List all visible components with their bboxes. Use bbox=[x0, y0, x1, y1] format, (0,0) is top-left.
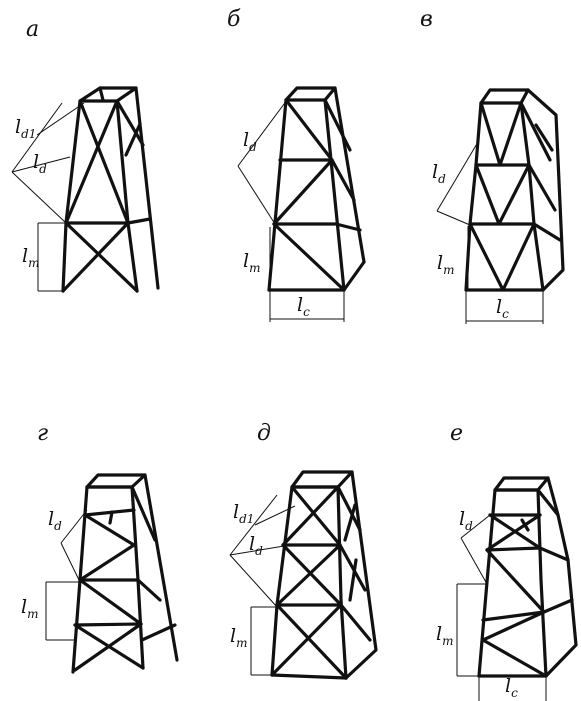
panel-g-tower bbox=[71, 473, 179, 674]
panel-d-label-ld1: ld1 bbox=[233, 501, 254, 526]
panel-g-label-ld: ld bbox=[48, 508, 62, 533]
panel-b-label-lm: lm bbox=[243, 250, 260, 275]
panel-v-label-lc: lc bbox=[496, 296, 509, 321]
panel-a-label-ld1: ld1 bbox=[15, 116, 36, 141]
panel-d-tower bbox=[270, 470, 378, 680]
panel-b-tower bbox=[267, 86, 366, 292]
panel-d-letter: д bbox=[257, 421, 271, 446]
panel-v-label-ld: ld bbox=[432, 161, 446, 186]
panel-b: б ld lm lc bbox=[227, 7, 366, 322]
panel-d: д ld1 bbox=[229, 421, 378, 680]
panel-a-dimensions bbox=[11, 102, 85, 292]
panel-v: в ld lm lc bbox=[420, 7, 565, 324]
panel-a-label-ld: ld bbox=[33, 151, 47, 176]
panel-a: а ld1 ld lm bbox=[11, 17, 160, 293]
panel-d-label-ld: ld bbox=[249, 533, 263, 558]
panel-g-label-lm: lm bbox=[21, 596, 38, 621]
panel-a-label-lm: lm bbox=[22, 245, 39, 270]
panel-b-label-ld: ld bbox=[243, 129, 257, 154]
panel-b-label-lc: lc bbox=[297, 294, 310, 319]
panel-g: г ld lm bbox=[21, 421, 179, 674]
panel-e-label-lc: lc bbox=[505, 675, 518, 700]
panel-d-label-lm: lm bbox=[230, 625, 247, 650]
panel-e-label-lm: lm bbox=[436, 623, 453, 648]
panel-g-letter: г bbox=[37, 421, 48, 446]
panel-v-label-lm: lm bbox=[437, 252, 454, 277]
panel-e: е ld lm lc bbox=[436, 421, 578, 701]
panel-e-tower bbox=[477, 476, 578, 678]
panel-b-dimensions bbox=[237, 99, 345, 322]
panel-d-dimensions bbox=[229, 494, 296, 676]
panel-e-label-ld: ld bbox=[459, 508, 473, 533]
panel-a-letter: а bbox=[26, 17, 39, 42]
panel-e-letter: е bbox=[450, 421, 463, 446]
panel-a-tower bbox=[61, 86, 160, 293]
panel-v-letter: в bbox=[420, 7, 433, 32]
panel-b-letter: б bbox=[227, 7, 241, 32]
panel-v-dimensions bbox=[436, 141, 544, 324]
panel-g-dimensions bbox=[45, 509, 88, 641]
panel-e-dimensions bbox=[456, 514, 547, 701]
panel-v-tower bbox=[464, 88, 565, 292]
